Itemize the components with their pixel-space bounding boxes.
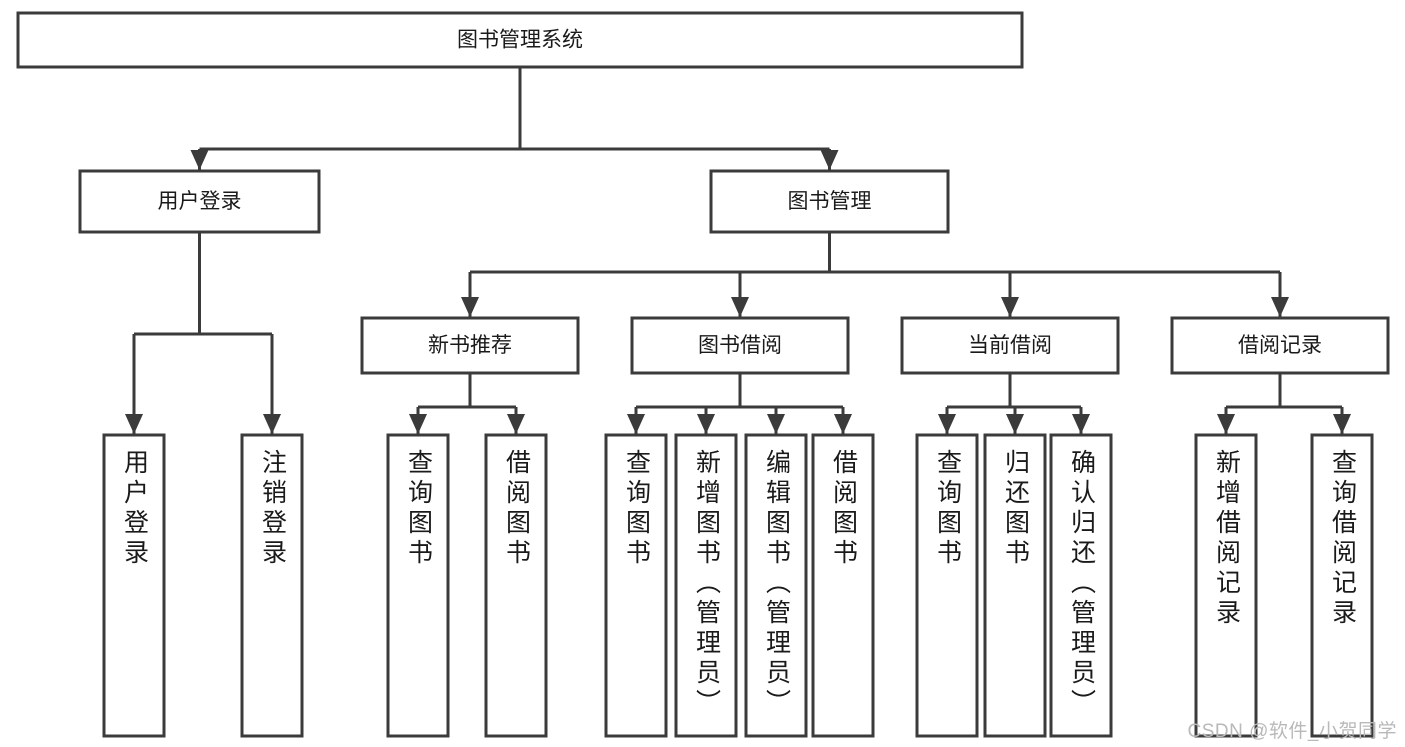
node-box-leaf-user-login[interactable]	[102, 433, 166, 738]
node-label-new-book-recommend: 新书推荐	[428, 334, 512, 357]
node-box-user-login[interactable]	[78, 169, 321, 234]
watermark-text: CSDN @软件_小贺同学	[1187, 721, 1397, 742]
boxes-layer	[16, 11, 1390, 738]
node-label-root: 图书管理系统	[457, 29, 583, 52]
node-box-leaf-current-confirm-return[interactable]	[1049, 433, 1113, 738]
node-box-leaf-borrow-add-book[interactable]	[674, 433, 738, 738]
node-label-book-borrow: 图书借阅	[698, 334, 782, 357]
node-box-leaf-borrow-borrow-book[interactable]	[811, 433, 875, 738]
node-label-current-borrow: 当前借阅	[968, 334, 1052, 357]
node-box-current-borrow[interactable]	[900, 316, 1120, 375]
node-box-leaf-record-query[interactable]	[1310, 433, 1374, 738]
edge-user-login-arrow-1	[263, 414, 281, 434]
edge-borrow-record-arrow-0	[1217, 414, 1235, 434]
connectors-layer	[125, 67, 1351, 434]
edge-book-borrow-arrow-2	[767, 414, 785, 434]
node-label-book-manage: 图书管理	[788, 190, 872, 213]
node-box-leaf-rec-borrow-book[interactable]	[484, 433, 548, 738]
edge-borrow-record-arrow-1	[1333, 414, 1351, 434]
node-label-borrow-record: 借阅记录	[1238, 334, 1322, 357]
node-box-leaf-user-logout[interactable]	[240, 433, 304, 738]
node-box-leaf-current-return-book[interactable]	[983, 433, 1047, 738]
node-box-borrow-record[interactable]	[1170, 316, 1390, 375]
edge-root-arrow-0	[190, 150, 209, 170]
node-label-user-login: 用户登录	[158, 190, 242, 213]
edge-current-borrow-arrow-1	[1006, 414, 1024, 434]
edge-book-manage-arrow-1	[731, 297, 749, 317]
node-box-leaf-rec-query-book[interactable]	[386, 433, 450, 738]
edge-user-login-arrow-0	[125, 414, 143, 434]
edge-book-manage-arrow-0	[461, 297, 479, 317]
edge-book-manage-arrow-3	[1271, 297, 1289, 317]
node-box-leaf-record-add[interactable]	[1194, 433, 1258, 738]
node-box-book-manage[interactable]	[709, 169, 950, 234]
edge-new-book-recommend-arrow-0	[409, 414, 427, 434]
edge-book-borrow-arrow-1	[697, 414, 715, 434]
edge-current-borrow-arrow-0	[938, 414, 956, 434]
node-box-root[interactable]	[16, 11, 1024, 69]
node-box-leaf-current-query-book[interactable]	[915, 433, 979, 738]
edge-root-arrow-1	[820, 150, 839, 170]
node-box-leaf-borrow-query-book[interactable]	[604, 433, 668, 738]
node-box-leaf-borrow-edit-book[interactable]	[744, 433, 808, 738]
node-box-new-book-recommend[interactable]	[360, 316, 580, 375]
edge-book-borrow-arrow-0	[627, 414, 645, 434]
node-box-book-borrow[interactable]	[630, 316, 850, 375]
edge-current-borrow-arrow-2	[1072, 414, 1090, 434]
edge-new-book-recommend-arrow-1	[507, 414, 525, 434]
edge-book-manage-arrow-2	[1001, 297, 1019, 317]
edge-book-borrow-arrow-3	[834, 414, 852, 434]
